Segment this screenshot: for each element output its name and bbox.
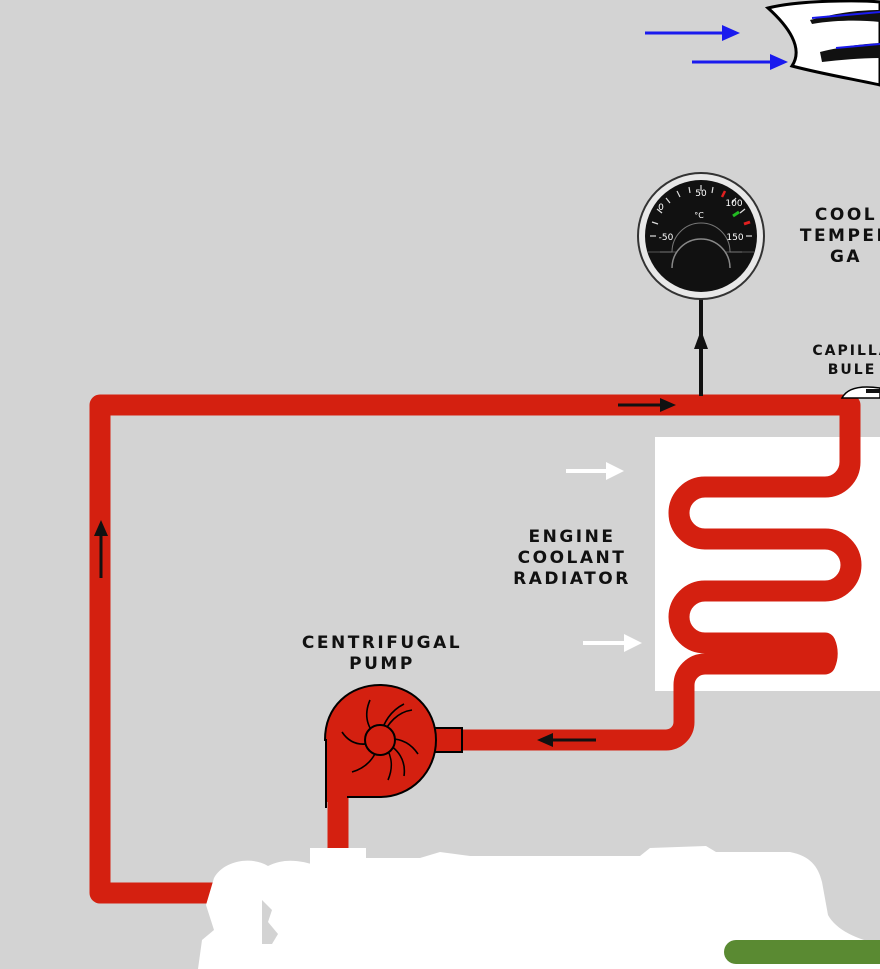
capillary-bulb-label: CAPILLA BULE: [812, 343, 880, 378]
gauge-tick-50: 50: [695, 189, 707, 199]
flow-arrow-up-gauge: [694, 330, 708, 349]
pump-icon: [323, 683, 463, 802]
gauge-label: COOL TEMPER GA: [799, 205, 880, 267]
pump-label: CENTRIFUGAL PUMP: [301, 633, 463, 674]
radiator-label: ENGINE COOLANT RADIATOR: [513, 527, 631, 589]
engine-silhouette: [198, 846, 880, 969]
gauge-tick-0: 0: [658, 203, 664, 213]
green-bar: [724, 940, 880, 964]
gauge-tick-150: 150: [726, 233, 743, 243]
gauge-tick-minus50: -50: [659, 233, 674, 243]
gauge-unit: °C: [694, 211, 704, 220]
capillary-bulb-icon: [840, 386, 880, 399]
gauge-tick-100: 100: [725, 199, 742, 209]
coolant-pipe: [89, 394, 862, 904]
airflow-arrows-radiator: [566, 462, 642, 652]
flow-arrows: [94, 398, 676, 747]
air-inlet-cowl: [764, 0, 880, 87]
gauge-icon: 50 0 100 -50 150 °C: [637, 172, 765, 300]
airflow-arrows-top: [645, 25, 788, 70]
